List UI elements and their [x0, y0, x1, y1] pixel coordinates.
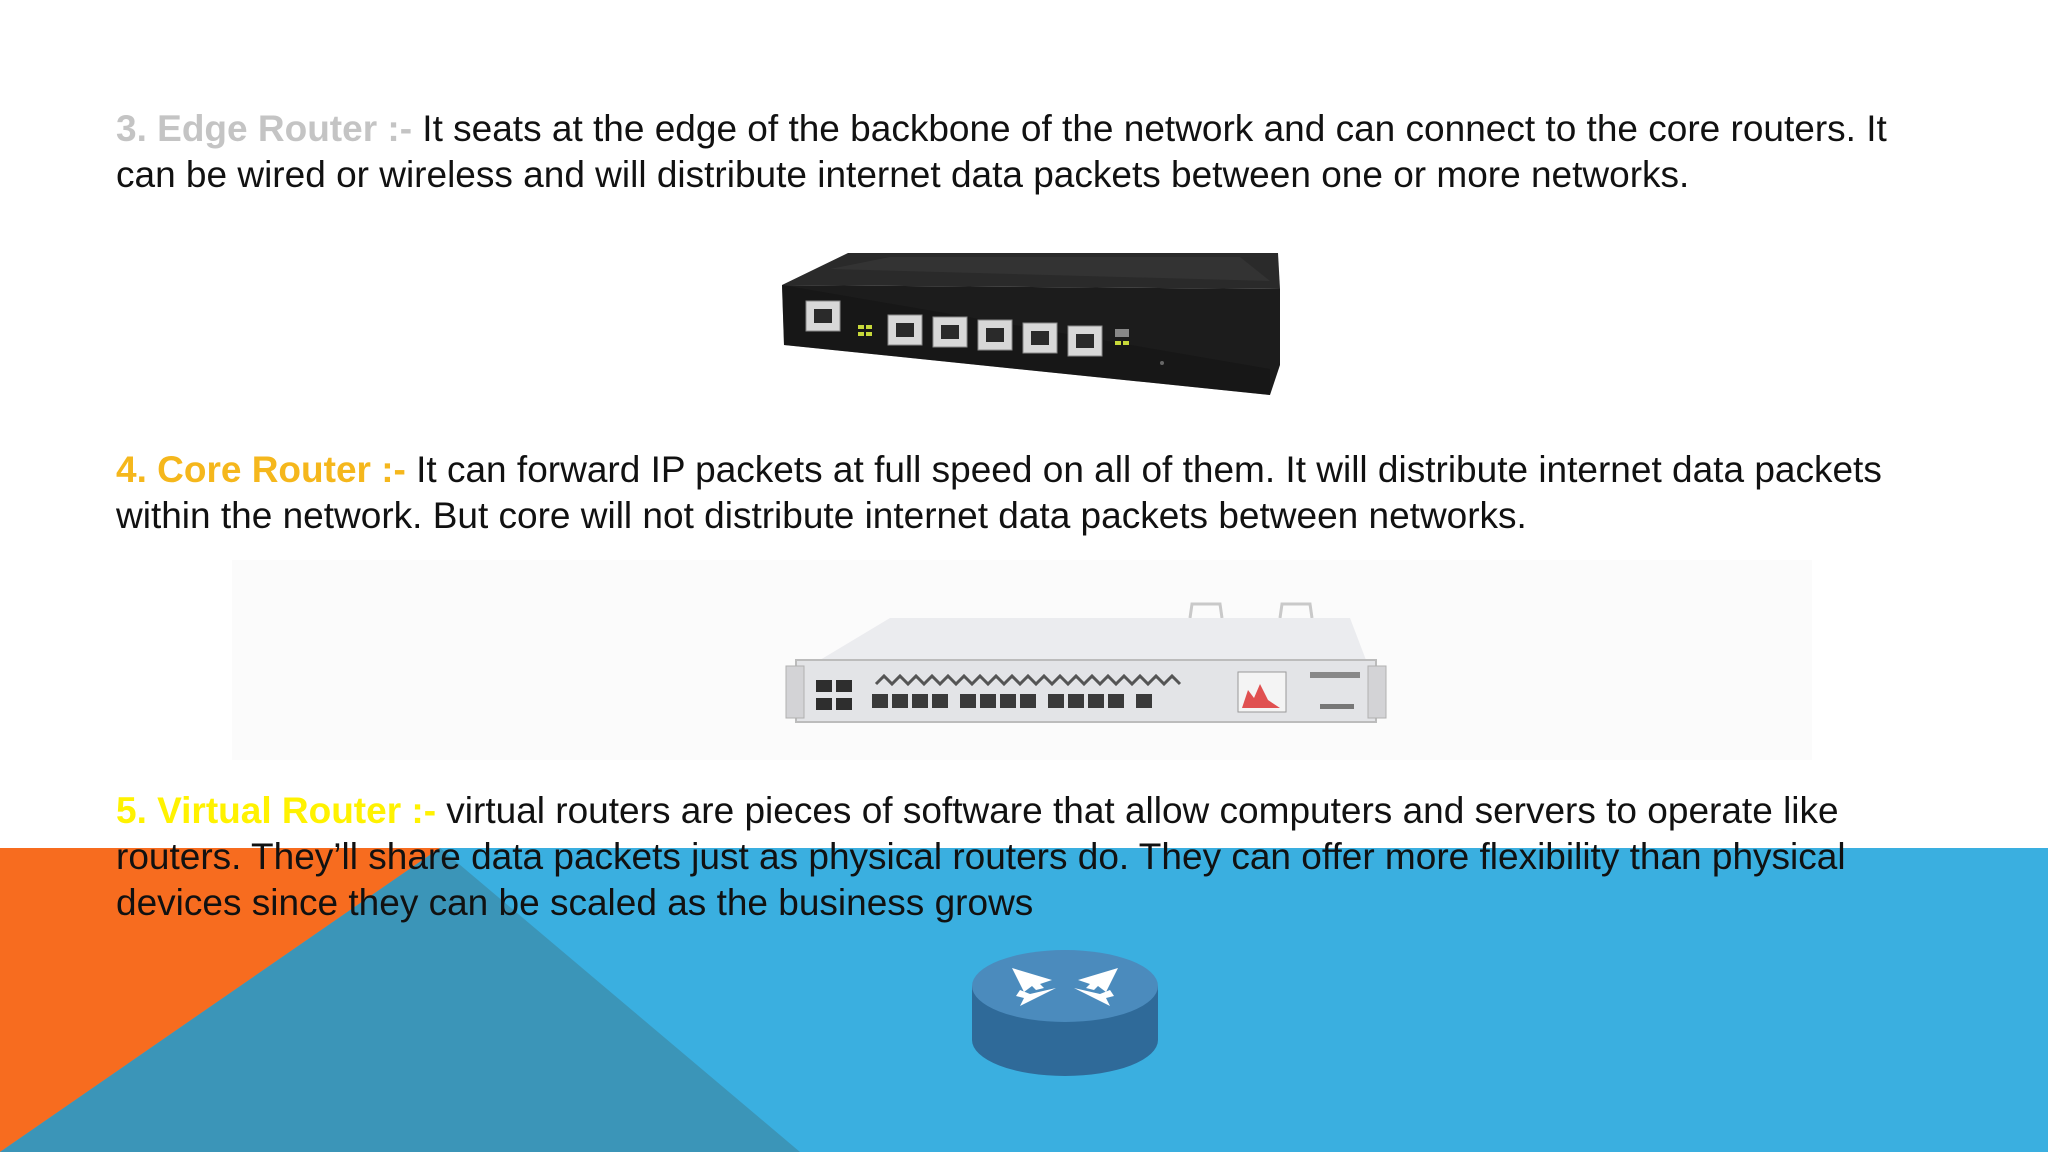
edge-router-description: It seats at the edge of the backbone of …: [116, 108, 1887, 195]
virtual-router-paragraph: 5. Virtual Router :- virtual routers are…: [116, 788, 1896, 926]
background-corner-shapes: [0, 848, 800, 1152]
edge-router-heading: 3. Edge Router :-: [116, 108, 413, 149]
edge-router-paragraph: 3. Edge Router :- It seats at the edge o…: [116, 106, 1896, 198]
core-router-device-image: [780, 600, 1410, 740]
edge-router-device-image: [770, 245, 1290, 405]
core-router-paragraph: 4. Core Router :- It can forward IP pack…: [116, 447, 1896, 539]
teal-triangle-shape: [0, 848, 800, 1152]
core-router-heading: 4. Core Router :-: [116, 449, 406, 490]
virtual-router-heading: 5. Virtual Router :-: [116, 790, 437, 831]
router-symbol-icon: [960, 940, 1170, 1090]
virtual-router-description: virtual routers are pieces of software t…: [116, 790, 1846, 923]
core-router-description: It can forward IP packets at full speed …: [116, 449, 1882, 536]
